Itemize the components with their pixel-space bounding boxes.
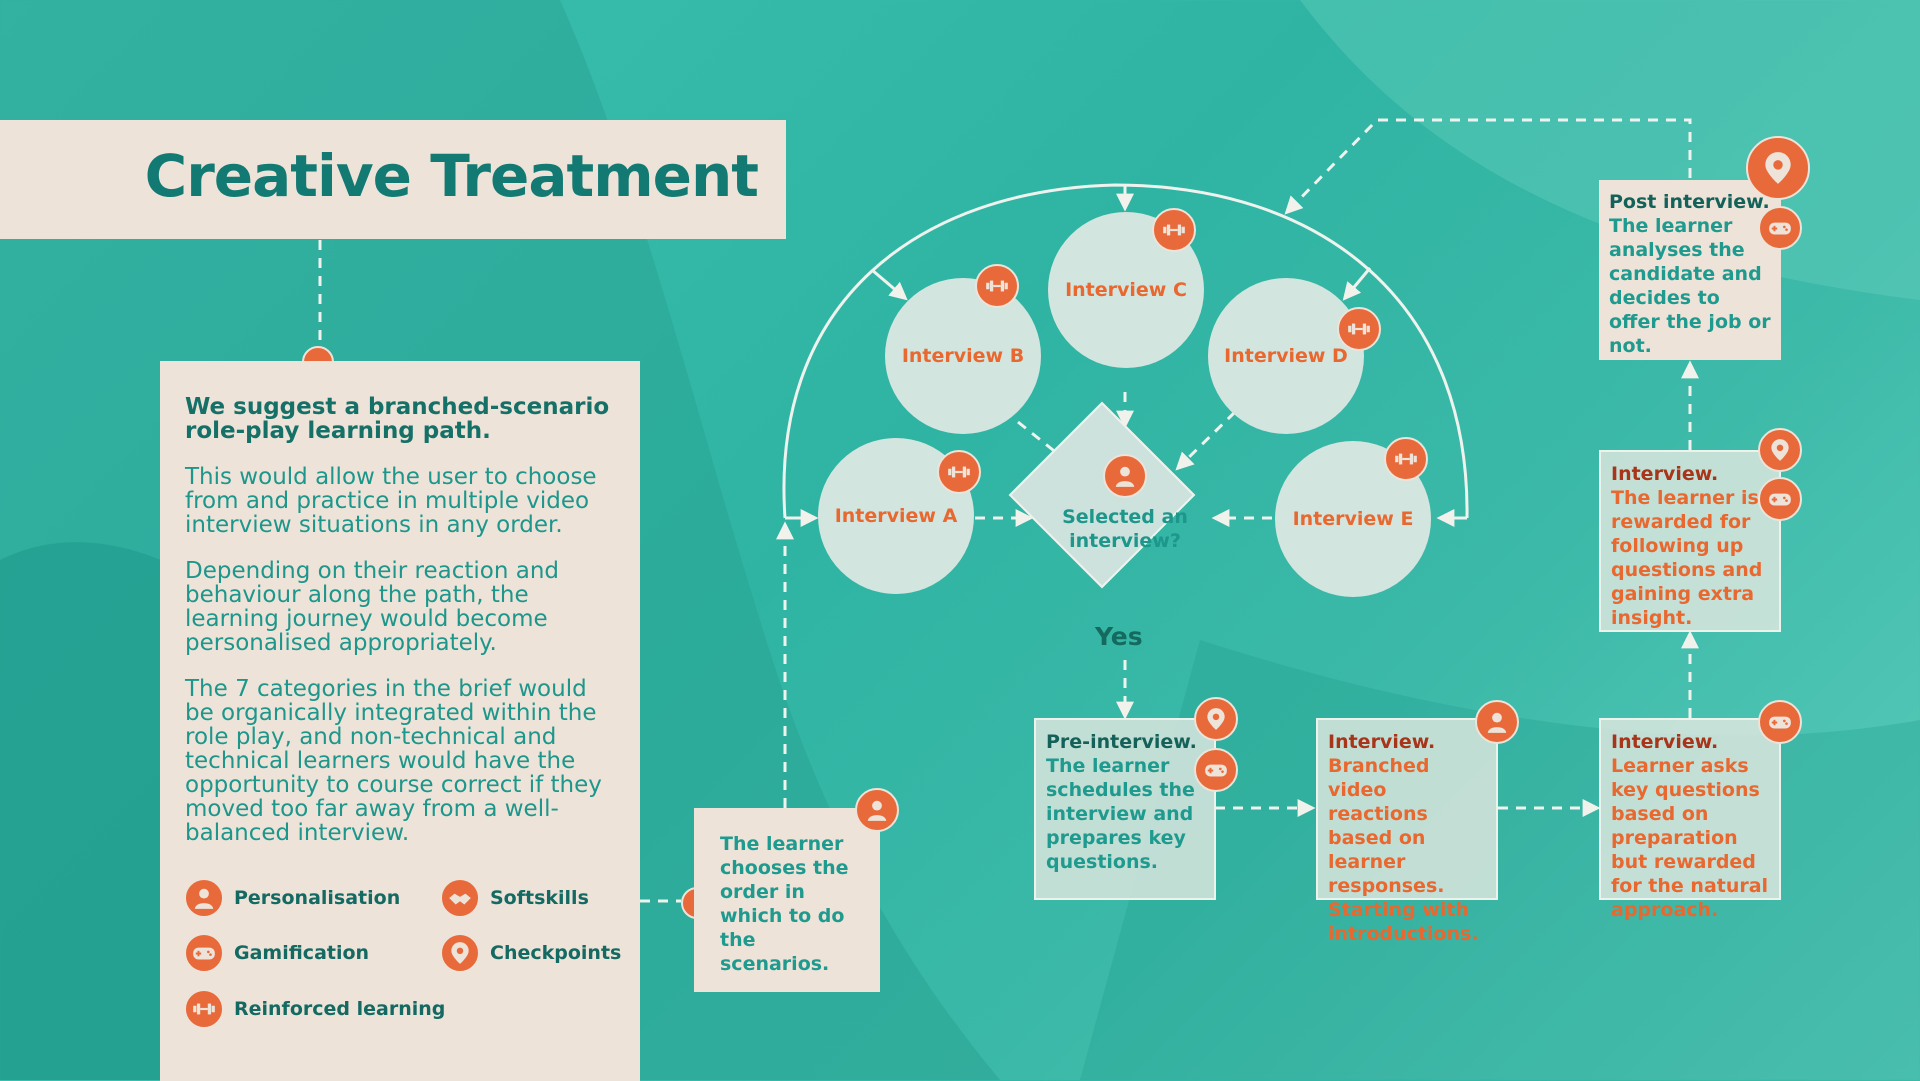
legend-label: Checkpoints	[490, 942, 622, 964]
interview-label: Interview B	[901, 345, 1025, 367]
legend-item-personalisation: Personalisation	[184, 878, 400, 918]
step-heading: Pre-interview.	[1046, 731, 1197, 753]
dumbbell-icon	[1384, 437, 1428, 481]
intro-paragraph: The 7 categories in the brief would be o…	[185, 676, 602, 846]
gamepad-icon	[1758, 477, 1802, 521]
legend-label: Reinforced learning	[234, 998, 446, 1020]
intro-paragraph: This would allow the user to choose from…	[185, 464, 597, 538]
gamepad-icon	[1758, 206, 1802, 250]
legend-item-reinforced-learning: Reinforced learning	[184, 989, 445, 1029]
gamepad-icon	[184, 933, 224, 973]
step-text: Branched video reactions based on learne…	[1328, 755, 1479, 945]
title-banner: Creative Treatment	[0, 120, 786, 239]
interview-label: Interview C	[1065, 279, 1187, 301]
legend-label: Personalisation	[234, 887, 401, 909]
decision-yes-label: Yes	[1095, 622, 1143, 651]
step-heading: Interview.	[1611, 463, 1719, 485]
step-text: The learner is rewarded for following up…	[1611, 487, 1763, 629]
interview-step-node: Interview. Learner asks key questions ba…	[1599, 718, 1781, 921]
learner-choice-text: The learner chooses the order in which t…	[720, 833, 849, 975]
intro-lead: We suggest a branched-scenario role-play…	[185, 394, 610, 444]
interview-label: Interview A	[834, 505, 958, 527]
pre-interview-node: Pre-interview. The learner schedules the…	[1034, 718, 1216, 900]
person-icon	[1103, 454, 1147, 498]
post-interview-node: Post interview. The learner analyses the…	[1599, 180, 1781, 360]
person-icon	[184, 878, 224, 918]
location-pin-icon	[1746, 136, 1810, 200]
handshake-icon	[440, 878, 480, 918]
dumbbell-icon	[975, 264, 1019, 308]
dumbbell-icon	[184, 989, 224, 1029]
dumbbell-icon	[1152, 208, 1196, 252]
person-icon	[855, 788, 899, 832]
page-title: Creative Treatment	[144, 142, 759, 210]
intro-paragraph: Depending on their reaction and behaviou…	[185, 558, 560, 656]
legend-item-softskills: Softskills	[440, 878, 589, 918]
dumbbell-icon	[1337, 307, 1381, 351]
dumbbell-icon	[937, 450, 981, 494]
location-pin-icon	[1194, 697, 1238, 741]
step-text: The learner analyses the candidate and d…	[1609, 215, 1771, 357]
legend-item-checkpoints: Checkpoints	[440, 933, 621, 973]
legend-item-gamification: Gamification	[184, 933, 369, 973]
location-pin-icon	[1758, 428, 1802, 472]
interview-label: Interview D	[1224, 345, 1348, 367]
step-heading: Interview.	[1328, 731, 1436, 753]
step-text: The learner schedules the interview and …	[1046, 755, 1195, 873]
interview-step-node: Interview. Branched video reactions base…	[1316, 718, 1498, 945]
gamepad-icon	[1758, 700, 1802, 744]
learner-choice-card: The learner chooses the order in which t…	[694, 808, 880, 992]
gamepad-icon	[1194, 748, 1238, 792]
intro-card: We suggest a branched-scenario role-play…	[160, 361, 640, 1081]
legend-label: Gamification	[234, 942, 370, 964]
legend-label: Softskills	[490, 887, 589, 909]
location-pin-icon	[440, 933, 480, 973]
interview-step-node: Interview. The learner is rewarded for f…	[1599, 450, 1781, 632]
interview-b-node: Interview B	[885, 278, 1041, 434]
step-text: Learner asks key questions based on prep…	[1611, 755, 1769, 921]
person-icon	[1475, 700, 1519, 744]
step-heading: Post interview.	[1609, 191, 1770, 213]
step-heading: Interview.	[1611, 731, 1719, 753]
interview-d-node: Interview D	[1208, 278, 1364, 434]
interview-label: Interview E	[1292, 508, 1414, 530]
decision-label: Selected an interview?	[1062, 506, 1188, 552]
